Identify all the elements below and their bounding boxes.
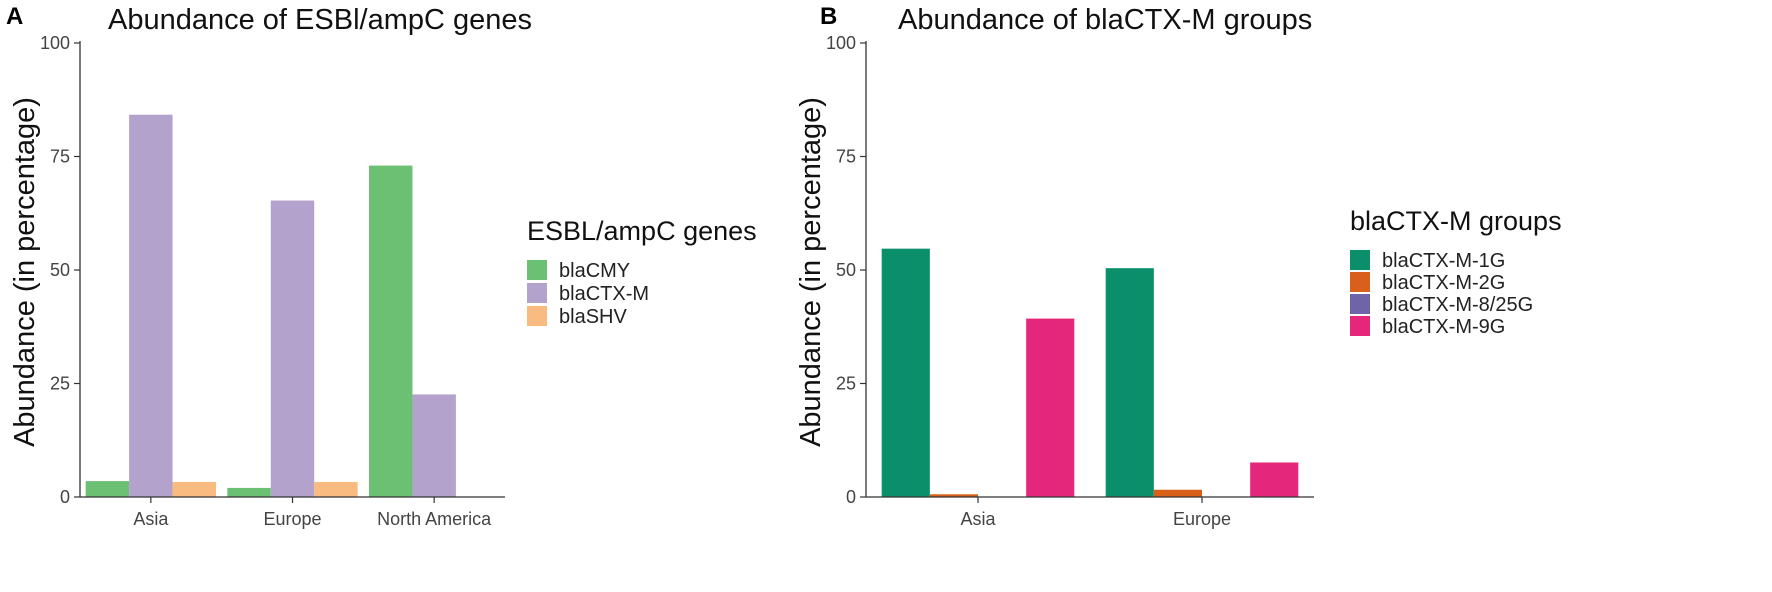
bar-blashv-europe — [314, 482, 358, 497]
legend-swatch — [527, 283, 547, 303]
y-tick-label: 50 — [836, 260, 856, 280]
x-tick-label: Asia — [960, 509, 996, 529]
bar-blacmy-europe — [227, 487, 271, 497]
panel-b-letter: B — [820, 3, 837, 30]
bar-blactx-m-1g-europe — [1105, 268, 1154, 497]
y-tick-label: 75 — [50, 147, 70, 167]
legend-label: blaCMY — [559, 260, 630, 282]
panel-b: B Abundance of blaCTX-M groups Abundance… — [795, 3, 1562, 529]
panel-b-legend-title: blaCTX-M groups — [1350, 206, 1562, 236]
legend-label: blaCTX-M-1G — [1382, 250, 1505, 272]
x-tick-label: Europe — [1173, 509, 1231, 529]
x-tick-label: North America — [377, 509, 492, 529]
bar-blactx-m-1g-asia — [881, 248, 930, 497]
legend-label: blaCTX-M-9G — [1382, 316, 1505, 338]
y-tick-label: 25 — [50, 374, 70, 394]
y-tick-label: 0 — [60, 487, 70, 507]
panel-a-title: Abundance of ESBl/ampC genes — [108, 4, 532, 36]
bar-blactx-m-asia — [129, 114, 173, 498]
y-tick-label: 25 — [836, 374, 856, 394]
panel-b-y-axis-label: Abundance (in percentage) — [795, 97, 827, 447]
legend-label: blaSHV — [559, 306, 627, 328]
panel-a-y-axis-label: Abundance (in percentage) — [9, 97, 41, 447]
y-tick-label: 100 — [826, 33, 856, 53]
bar-blactx-m-north-america — [412, 394, 456, 497]
bar-blactx-m-9g-europe — [1250, 462, 1299, 497]
bar-blactx-m-2g-asia — [929, 494, 978, 497]
panel-a-letter: A — [6, 3, 23, 30]
legend-label: blaCTX-M-8/25G — [1382, 294, 1533, 316]
panel-b-legend: blaCTX-M-1GblaCTX-M-2GblaCTX-M-8/25GblaC… — [1350, 250, 1533, 338]
legend-swatch — [1350, 250, 1370, 270]
legend-swatch — [527, 260, 547, 280]
y-tick-label: 50 — [50, 260, 70, 280]
legend-swatch — [527, 306, 547, 326]
legend-swatch — [1350, 316, 1370, 336]
bar-blacmy-north-america — [369, 165, 413, 497]
panel-b-title: Abundance of blaCTX-M groups — [898, 4, 1312, 36]
bar-blactx-m-2g-europe — [1153, 489, 1202, 497]
legend-label: blaCTX-M — [559, 283, 649, 305]
legend-swatch — [1350, 294, 1370, 314]
bar-blashv-asia — [172, 482, 216, 497]
bar-blacmy-asia — [85, 481, 130, 497]
y-tick-label: 0 — [846, 487, 856, 507]
bar-blactx-m-europe — [270, 200, 315, 497]
panel-a-legend-title: ESBL/ampC genes — [527, 216, 757, 246]
x-tick-label: Asia — [133, 509, 169, 529]
panel-a: A Abundance of ESBl/ampC genes Abundance… — [6, 3, 757, 529]
legend-swatch — [1350, 272, 1370, 292]
bar-blactx-m-9g-asia — [1026, 318, 1075, 497]
legend-label: blaCTX-M-2G — [1382, 272, 1505, 294]
x-tick-label: Europe — [263, 509, 321, 529]
y-tick-label: 100 — [40, 33, 70, 53]
y-tick-label: 75 — [836, 147, 856, 167]
